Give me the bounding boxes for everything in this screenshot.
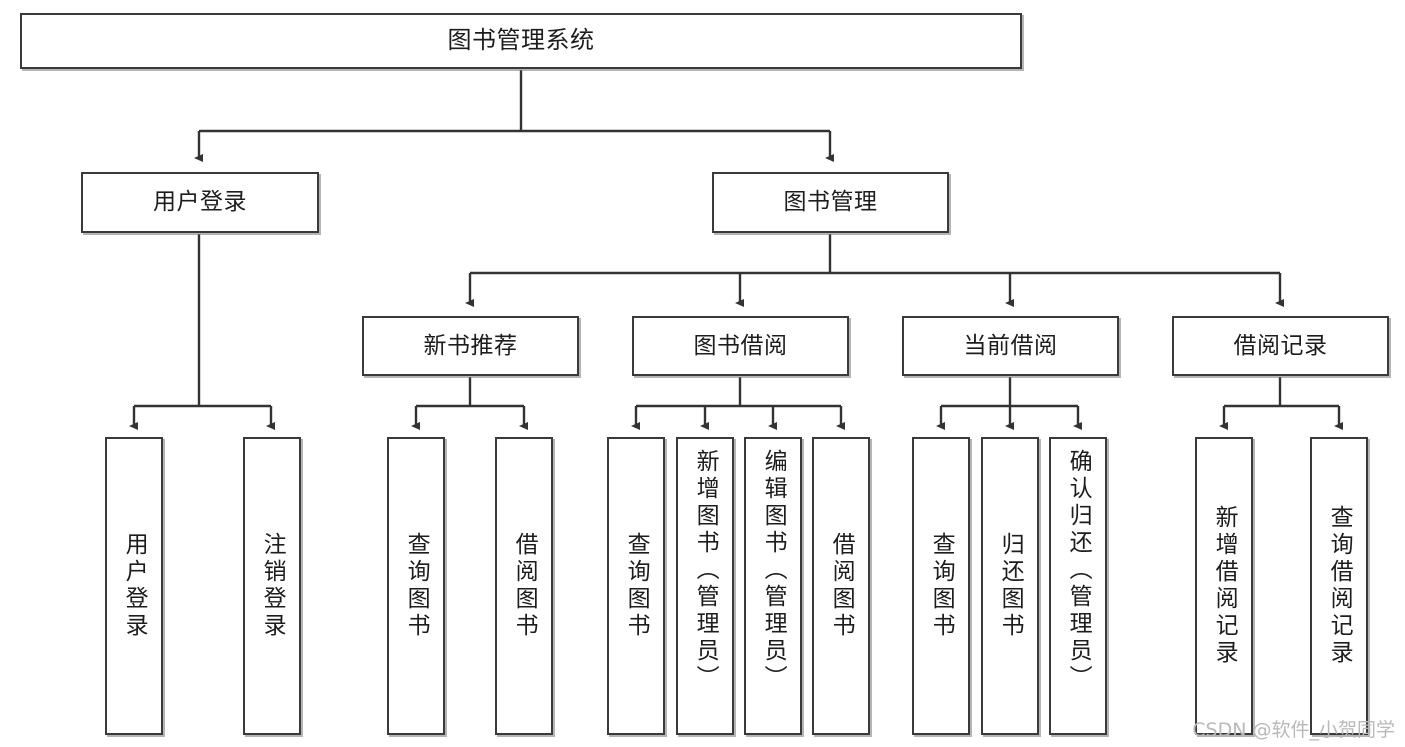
node-leaf-borrow-book[interactable]: 借阅图书 (812, 437, 870, 735)
node-label: 新增图书（管理员） (692, 449, 719, 692)
node-leaf-query-book-newbook[interactable]: 查询图书 (387, 437, 445, 735)
node-leaf-logout[interactable]: 注销登录 (243, 437, 301, 735)
node-label: 当前借阅 (963, 332, 1058, 359)
node-label: 查询图书 (623, 532, 650, 640)
watermark: CSDN @软件_小贺同学 (1192, 719, 1395, 741)
node-label: 用户登录 (153, 189, 247, 216)
node-label: 借阅记录 (1233, 332, 1328, 359)
node-label: 查询图书 (403, 532, 430, 640)
node-label: 用户登录 (121, 532, 148, 640)
node-leaf-add-book-admin[interactable]: 新增图书（管理员） (676, 437, 734, 735)
node-label: 图书管理 (783, 189, 878, 216)
node-label: 新书推荐 (423, 332, 518, 359)
node-label: 归还图书 (997, 532, 1024, 640)
node-root-book-management-system[interactable]: 图书管理系统 (20, 13, 1022, 69)
node-label: 图书管理系统 (447, 26, 595, 55)
node-label: 查询借阅记录 (1326, 505, 1353, 667)
node-label: 新增借阅记录 (1211, 505, 1238, 667)
node-leaf-confirm-return-admin[interactable]: 确认归还（管理员） (1049, 437, 1107, 735)
node-leaf-query-book-current[interactable]: 查询图书 (912, 437, 970, 735)
node-leaf-user-login[interactable]: 用户登录 (105, 437, 163, 735)
node-leaf-return-book[interactable]: 归还图书 (981, 437, 1039, 735)
node-leaf-query-borrow-record[interactable]: 查询借阅记录 (1310, 437, 1368, 735)
node-label: 图书借阅 (693, 332, 788, 359)
node-leaf-add-borrow-record[interactable]: 新增借阅记录 (1195, 437, 1253, 735)
node-leaf-borrow-book-newbook[interactable]: 借阅图书 (495, 437, 553, 735)
node-leaf-query-book-borrow[interactable]: 查询图书 (607, 437, 665, 735)
node-user-login[interactable]: 用户登录 (81, 172, 319, 233)
node-label: 注销登录 (259, 532, 286, 640)
node-book-borrowing[interactable]: 图书借阅 (632, 316, 849, 376)
node-label: 编辑图书（管理员） (760, 449, 787, 692)
node-current-borrowing[interactable]: 当前借阅 (902, 316, 1119, 376)
node-new-book-recommendation[interactable]: 新书推荐 (362, 316, 579, 376)
node-book-management[interactable]: 图书管理 (712, 172, 949, 233)
node-label: 借阅图书 (511, 532, 538, 640)
node-borrowing-record[interactable]: 借阅记录 (1172, 316, 1389, 376)
node-label: 查询图书 (928, 532, 955, 640)
node-label: 借阅图书 (828, 532, 855, 640)
node-leaf-edit-book-admin[interactable]: 编辑图书（管理员） (744, 437, 802, 735)
node-label: 确认归还（管理员） (1065, 449, 1092, 692)
